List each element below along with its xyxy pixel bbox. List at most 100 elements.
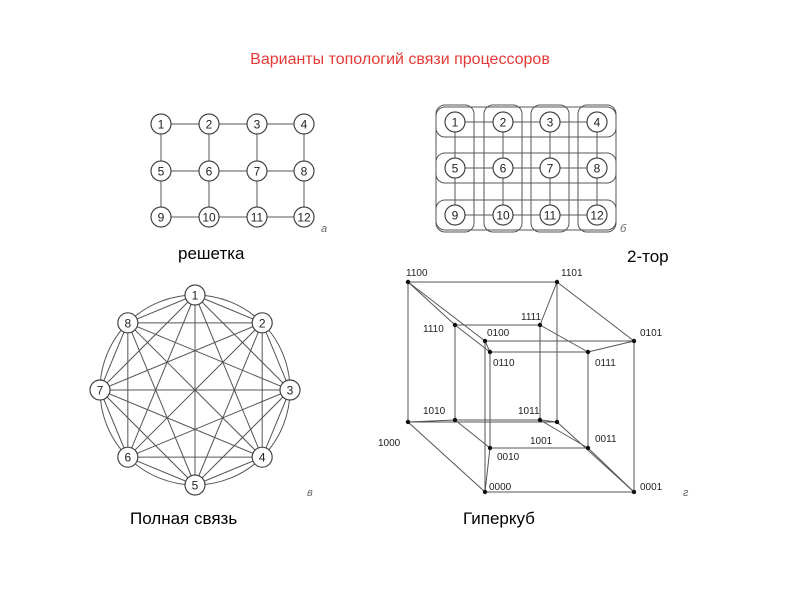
grid-node-10-label: 10 <box>202 211 216 225</box>
full-connection-caption: Полная связь <box>130 509 238 528</box>
hypercube-label-1010: 1010 <box>423 406 446 417</box>
hypercube-vertex <box>537 322 543 328</box>
full-node-7-label: 7 <box>97 384 104 398</box>
hypercube-vertex <box>487 445 493 451</box>
grid-node-1: 1 <box>150 113 172 135</box>
torus-node-6: 6 <box>492 157 514 179</box>
grid-node-4-circle <box>293 113 315 135</box>
full-node-6: 6 <box>117 446 139 468</box>
full-edge <box>194 294 263 324</box>
full-edge <box>99 322 129 391</box>
hypercube-vertex <box>585 445 591 451</box>
grid-node-12-circle <box>293 206 315 228</box>
torus-node-12: 12 <box>586 204 608 226</box>
full-node-6-label: 6 <box>124 451 131 465</box>
grid-node-11-circle <box>246 206 268 228</box>
grid-node-5-circle <box>150 160 172 182</box>
hypercube-vertex <box>482 338 488 344</box>
grid-node-2-label: 2 <box>206 118 213 132</box>
torus-node-1: 1 <box>444 111 466 133</box>
hypercube-vertex <box>405 419 411 425</box>
grid-node-9: 9 <box>150 206 172 228</box>
full-edge <box>99 322 263 391</box>
full-node-3-label: 3 <box>287 384 294 398</box>
hypercube-label-0101: 0101 <box>640 328 663 339</box>
full-node-8: 8 <box>117 312 139 334</box>
full-node-3-circle <box>279 379 301 401</box>
full-edge <box>261 389 291 458</box>
grid-node-3: 3 <box>246 113 268 135</box>
torus-node-7-label: 7 <box>547 162 554 176</box>
full-edge <box>99 389 196 486</box>
panel-letter-d: г <box>683 487 689 499</box>
full-node-1-label: 1 <box>192 289 199 303</box>
grid-node-6: 6 <box>198 160 220 182</box>
torus-node-2: 2 <box>492 111 514 133</box>
hypercube-vertex <box>585 349 591 355</box>
hypercube-vertex <box>452 417 458 423</box>
full-node-2-label: 2 <box>259 316 266 330</box>
hypercube-vertex <box>487 349 493 355</box>
full-edge <box>194 322 263 486</box>
full-node-2: 2 <box>251 312 273 334</box>
full-node-4-circle <box>251 446 273 468</box>
grid-node-12: 12 <box>293 206 315 228</box>
torus-caption: 2-тор <box>627 247 669 266</box>
grid-node-8-label: 8 <box>301 165 308 179</box>
full-edge <box>99 389 263 458</box>
full-edge <box>127 294 196 324</box>
hypercube-label-1100: 1100 <box>406 268 428 279</box>
hypercube-edge <box>539 281 558 326</box>
full-node-8-label: 8 <box>124 316 131 330</box>
hypercube-label-0110: 0110 <box>493 358 515 369</box>
panel-letter-b: б <box>620 223 627 235</box>
grid-node-5-label: 5 <box>158 165 165 179</box>
grid-node-6-label: 6 <box>206 165 213 179</box>
full-node-6-circle <box>117 446 139 468</box>
grid-node-4: 4 <box>293 113 315 135</box>
hypercube-label-1000: 1000 <box>378 438 401 449</box>
full-edge <box>127 322 291 391</box>
hypercube-label-0111: 0111 <box>595 358 616 369</box>
hypercube-edge <box>539 419 558 423</box>
hypercube-edge <box>454 324 491 353</box>
grid-node-9-label: 9 <box>158 211 165 225</box>
grid-node-8-circle <box>293 160 315 182</box>
hypercube-label-1011: 1011 <box>518 406 540 417</box>
full-node-5: 5 <box>184 474 206 496</box>
torus-node-9-label: 9 <box>452 209 459 223</box>
hypercube-vertex <box>631 489 637 495</box>
hypercube-label-1101: 1101 <box>561 268 583 279</box>
full-node-4-label: 4 <box>259 451 266 465</box>
torus-wrap-column <box>530 104 570 233</box>
torus-node-9: 9 <box>444 204 466 226</box>
torus-node-3-label: 3 <box>547 116 554 130</box>
torus-node-4: 4 <box>586 111 608 133</box>
hypercube-vertex <box>482 489 488 495</box>
torus-node-3: 3 <box>539 111 561 133</box>
torus-node-1-label: 1 <box>452 116 459 130</box>
full-edge <box>127 456 196 486</box>
hypercube-edge <box>556 281 635 342</box>
torus-node-4-circle <box>586 111 608 133</box>
hypercube-vertex <box>452 322 458 328</box>
full-node-7: 7 <box>89 379 111 401</box>
torus-wrap-column <box>483 104 523 233</box>
full-node-8-circle <box>117 312 139 334</box>
page-title: Варианты топологий связи процессоров <box>250 51 550 68</box>
hypercube-label-0100: 0100 <box>487 328 510 339</box>
torus-node-8: 8 <box>586 157 608 179</box>
full-node-4: 4 <box>251 446 273 468</box>
full-edge <box>194 456 263 486</box>
hypercube-edge <box>407 421 486 493</box>
torus-node-8-label: 8 <box>594 162 601 176</box>
panel-letter-c: в <box>307 487 313 499</box>
full-node-2-circle <box>251 312 273 334</box>
torus-node-11-circle <box>539 204 561 226</box>
grid-node-3-label: 3 <box>254 118 261 132</box>
full-node-1-circle <box>184 284 206 306</box>
hypercube-label-0001: 0001 <box>640 482 663 493</box>
